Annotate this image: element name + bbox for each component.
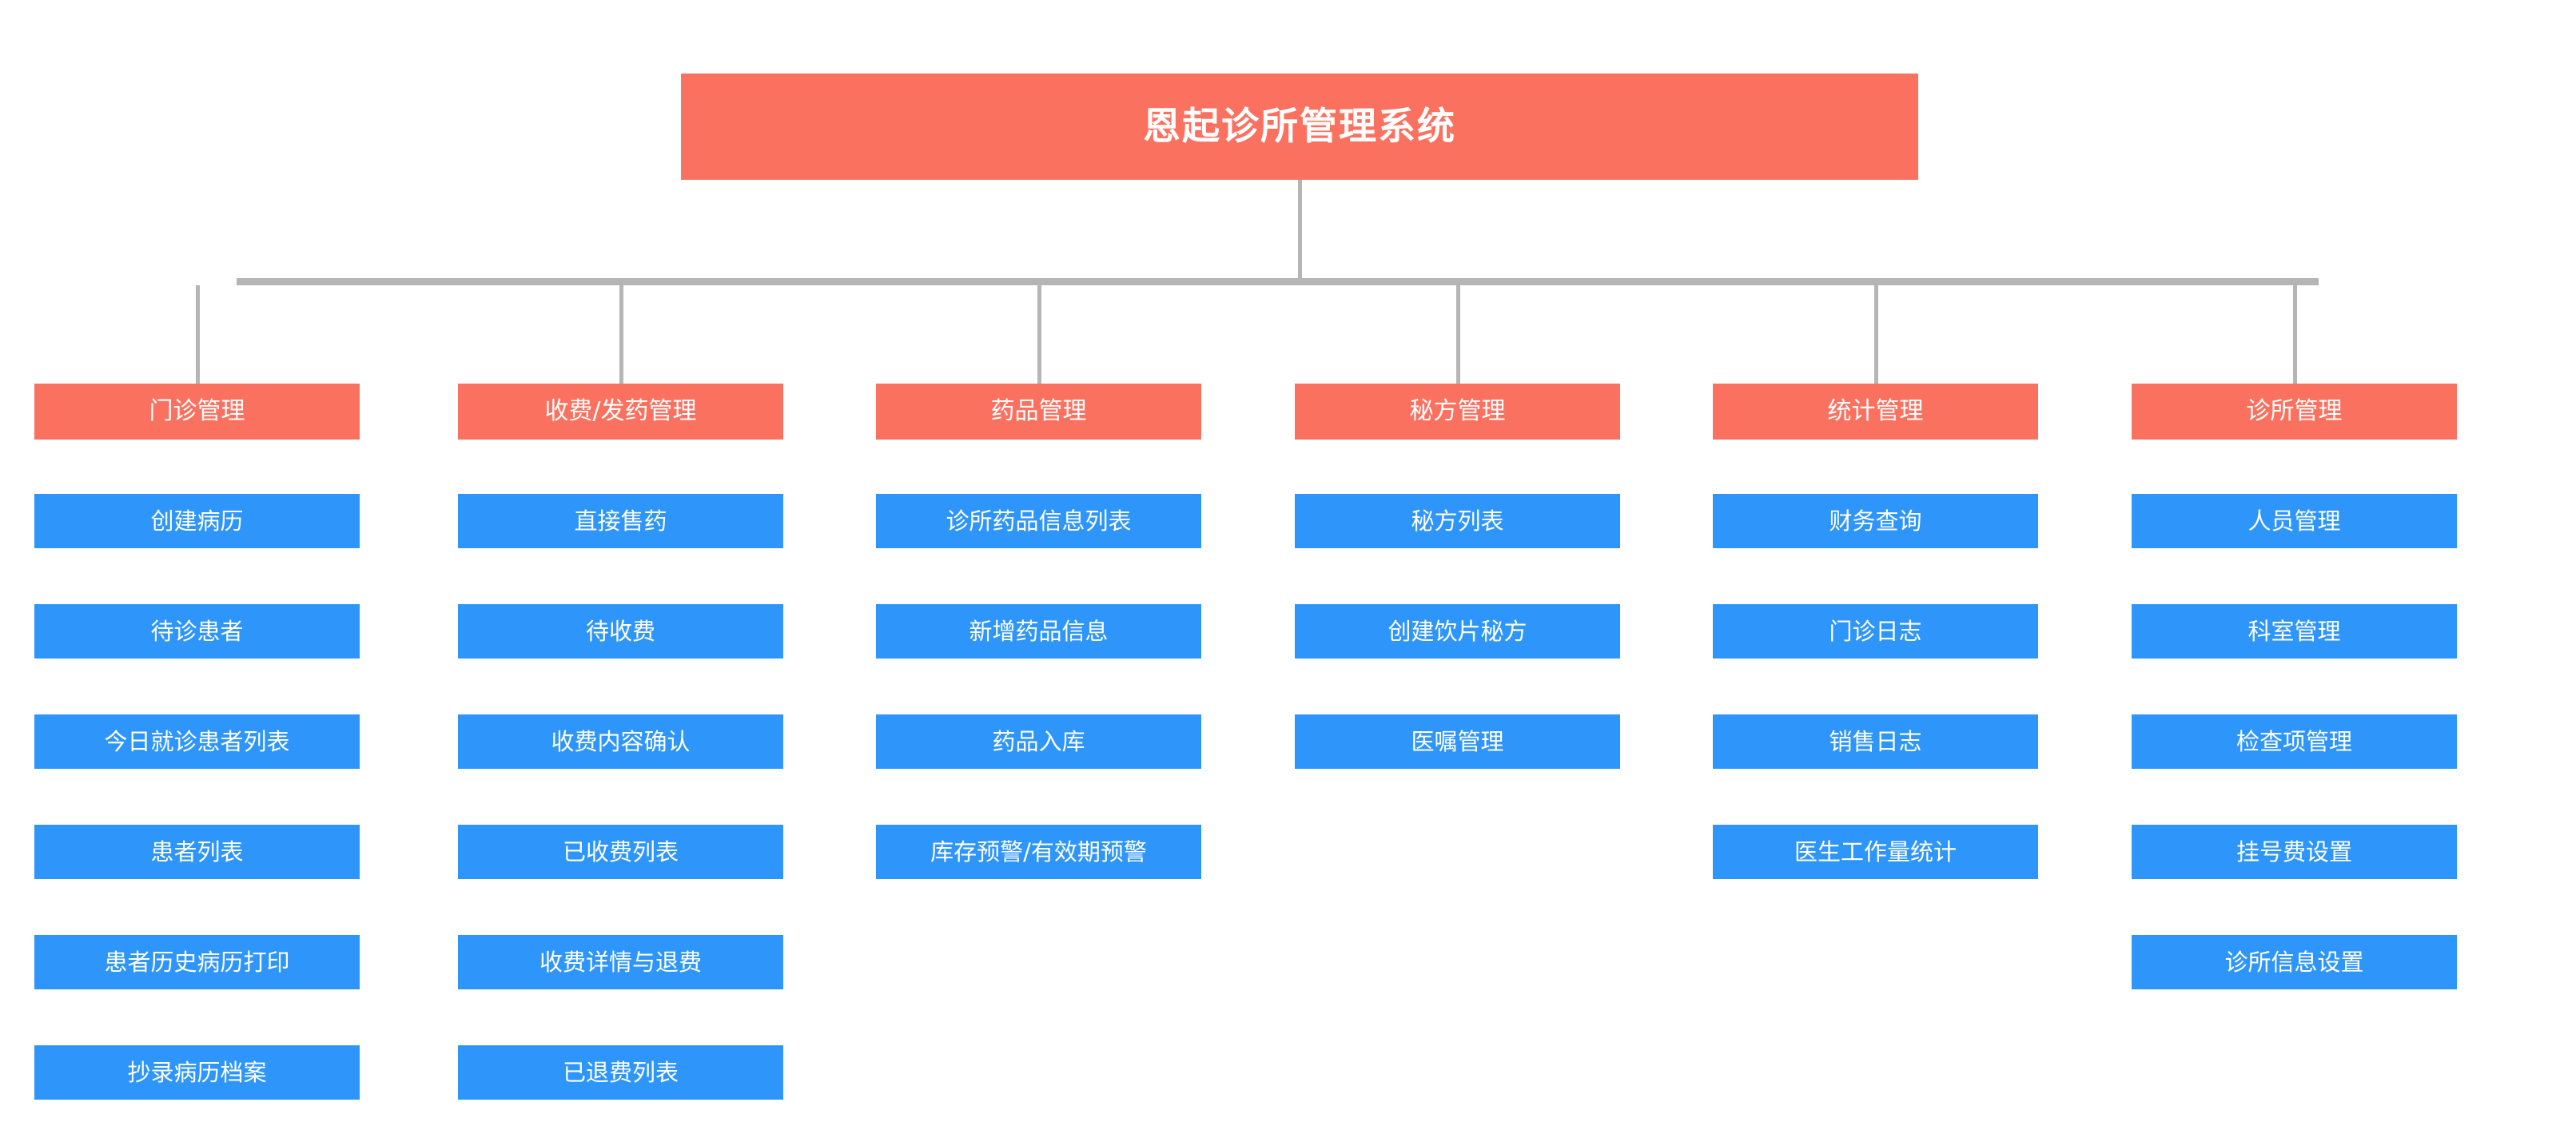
connector-drop-3: [1037, 285, 1041, 384]
branch-column-3: 药品管理诊所药品信息列表新增药品信息药品入库库存预警/有效期预警: [876, 384, 1201, 935]
branch-2-item-6[interactable]: 已退费列表: [458, 1045, 783, 1100]
branch-item-label: 门诊日志: [1829, 617, 1922, 645]
branch-header-label: 统计管理: [1827, 397, 1924, 425]
branch-item-label: 药品入库: [992, 727, 1085, 755]
branch-6-item-4[interactable]: 挂号费设置: [2132, 825, 2457, 879]
branch-item-label: 已收费列表: [562, 838, 679, 865]
branch-item-label: 挂号费设置: [2236, 838, 2352, 865]
branch-item-label: 秘方列表: [1411, 507, 1504, 535]
branch-2-item-3[interactable]: 收费内容确认: [458, 714, 783, 769]
branch-header-label: 药品管理: [990, 397, 1087, 425]
branch-item-label: 待诊患者: [150, 617, 244, 645]
branch-header-2[interactable]: 收费/发药管理: [458, 384, 783, 440]
branch-item-label: 新增药品信息: [969, 617, 1109, 645]
branch-6-item-2[interactable]: 科室管理: [2132, 604, 2457, 659]
branch-5-item-1[interactable]: 财务查询: [1713, 494, 2038, 548]
connector-drop-5: [1874, 285, 1878, 384]
connector-drop-1: [196, 285, 200, 384]
branch-header-6[interactable]: 诊所管理: [2132, 384, 2457, 440]
branch-item-label: 创建饮片秘方: [1388, 617, 1527, 645]
root-node-system-title[interactable]: 恩起诊所管理系统: [681, 74, 1918, 180]
branch-item-label: 财务查询: [1829, 507, 1922, 535]
branch-1-item-2[interactable]: 待诊患者: [34, 604, 360, 659]
branch-item-label: 已退费列表: [562, 1058, 679, 1086]
branch-item-label: 医嘱管理: [1411, 727, 1504, 755]
branch-5-item-3[interactable]: 销售日志: [1713, 714, 2038, 769]
branch-item-label: 诊所药品信息列表: [946, 507, 1132, 535]
branch-item-label: 库存预警/有效期预警: [930, 838, 1147, 865]
branch-column-6: 诊所管理人员管理科室管理检查项管理挂号费设置诊所信息设置: [2132, 384, 2457, 1045]
branch-header-label: 收费/发药管理: [544, 397, 697, 425]
branch-item-label: 收费内容确认: [551, 727, 691, 755]
branch-6-item-3[interactable]: 检查项管理: [2132, 714, 2457, 769]
branch-header-label: 秘方管理: [1409, 397, 1506, 425]
branch-column-4: 秘方管理秘方列表创建饮片秘方医嘱管理: [1295, 384, 1620, 825]
branch-item-label: 患者历史病历打印: [104, 948, 290, 976]
connector-drop-6: [2293, 285, 2297, 384]
branch-item-label: 抄录病历档案: [127, 1058, 267, 1086]
branch-4-item-3[interactable]: 医嘱管理: [1295, 714, 1620, 769]
branch-item-label: 诊所信息设置: [2224, 948, 2364, 976]
branch-3-item-2[interactable]: 新增药品信息: [876, 604, 1201, 659]
branch-item-label: 收费详情与退费: [539, 948, 702, 976]
branch-column-5: 统计管理财务查询门诊日志销售日志医生工作量统计: [1713, 384, 2038, 935]
branch-2-item-2[interactable]: 待收费: [458, 604, 783, 659]
connector-bus: [237, 278, 2319, 285]
branch-column-2: 收费/发药管理直接售药待收费收费内容确认已收费列表收费详情与退费已退费列表: [458, 384, 783, 1138]
branch-4-item-2[interactable]: 创建饮片秘方: [1295, 604, 1620, 659]
branch-header-1[interactable]: 门诊管理: [34, 384, 360, 440]
branch-1-item-1[interactable]: 创建病历: [34, 494, 360, 548]
branch-2-item-4[interactable]: 已收费列表: [458, 825, 783, 879]
connector-drop-4: [1456, 285, 1460, 384]
branch-column-1: 门诊管理创建病历待诊患者今日就诊患者列表患者列表患者历史病历打印抄录病历档案: [34, 384, 360, 1138]
branch-1-item-3[interactable]: 今日就诊患者列表: [34, 714, 360, 769]
branch-item-label: 医生工作量统计: [1794, 838, 1957, 865]
branch-1-item-4[interactable]: 患者列表: [34, 825, 360, 879]
branch-item-label: 患者列表: [150, 838, 244, 865]
branch-6-item-5[interactable]: 诊所信息设置: [2132, 935, 2457, 989]
branch-header-label: 诊所管理: [2246, 397, 2343, 425]
branch-3-item-1[interactable]: 诊所药品信息列表: [876, 494, 1201, 548]
branch-3-item-4[interactable]: 库存预警/有效期预警: [876, 825, 1201, 879]
branch-header-4[interactable]: 秘方管理: [1295, 384, 1620, 440]
branch-5-item-2[interactable]: 门诊日志: [1713, 604, 2038, 659]
branch-item-label: 人员管理: [2248, 507, 2341, 535]
branch-item-label: 直接售药: [574, 507, 667, 535]
branch-5-item-4[interactable]: 医生工作量统计: [1713, 825, 2038, 879]
branch-3-item-3[interactable]: 药品入库: [876, 714, 1201, 769]
root-node-label: 恩起诊所管理系统: [1143, 105, 1456, 149]
branch-item-label: 创建病历: [150, 507, 244, 535]
branch-2-item-1[interactable]: 直接售药: [458, 494, 783, 548]
branch-header-3[interactable]: 药品管理: [876, 384, 1201, 440]
branch-6-item-1[interactable]: 人员管理: [2132, 494, 2457, 548]
branch-item-label: 销售日志: [1829, 727, 1922, 755]
branch-1-item-5[interactable]: 患者历史病历打印: [34, 935, 360, 989]
branch-item-label: 待收费: [585, 617, 655, 645]
branch-2-item-5[interactable]: 收费详情与退费: [458, 935, 783, 989]
branch-4-item-1[interactable]: 秘方列表: [1295, 494, 1620, 548]
branch-item-label: 今日就诊患者列表: [104, 727, 290, 755]
branch-item-label: 科室管理: [2248, 617, 2341, 645]
connector-drop-2: [619, 285, 623, 384]
branch-header-5[interactable]: 统计管理: [1713, 384, 2038, 440]
branch-item-label: 检查项管理: [2236, 727, 2352, 755]
connector-trunk: [1298, 180, 1302, 285]
branch-header-label: 门诊管理: [149, 397, 245, 425]
branch-1-item-6[interactable]: 抄录病历档案: [34, 1045, 360, 1100]
